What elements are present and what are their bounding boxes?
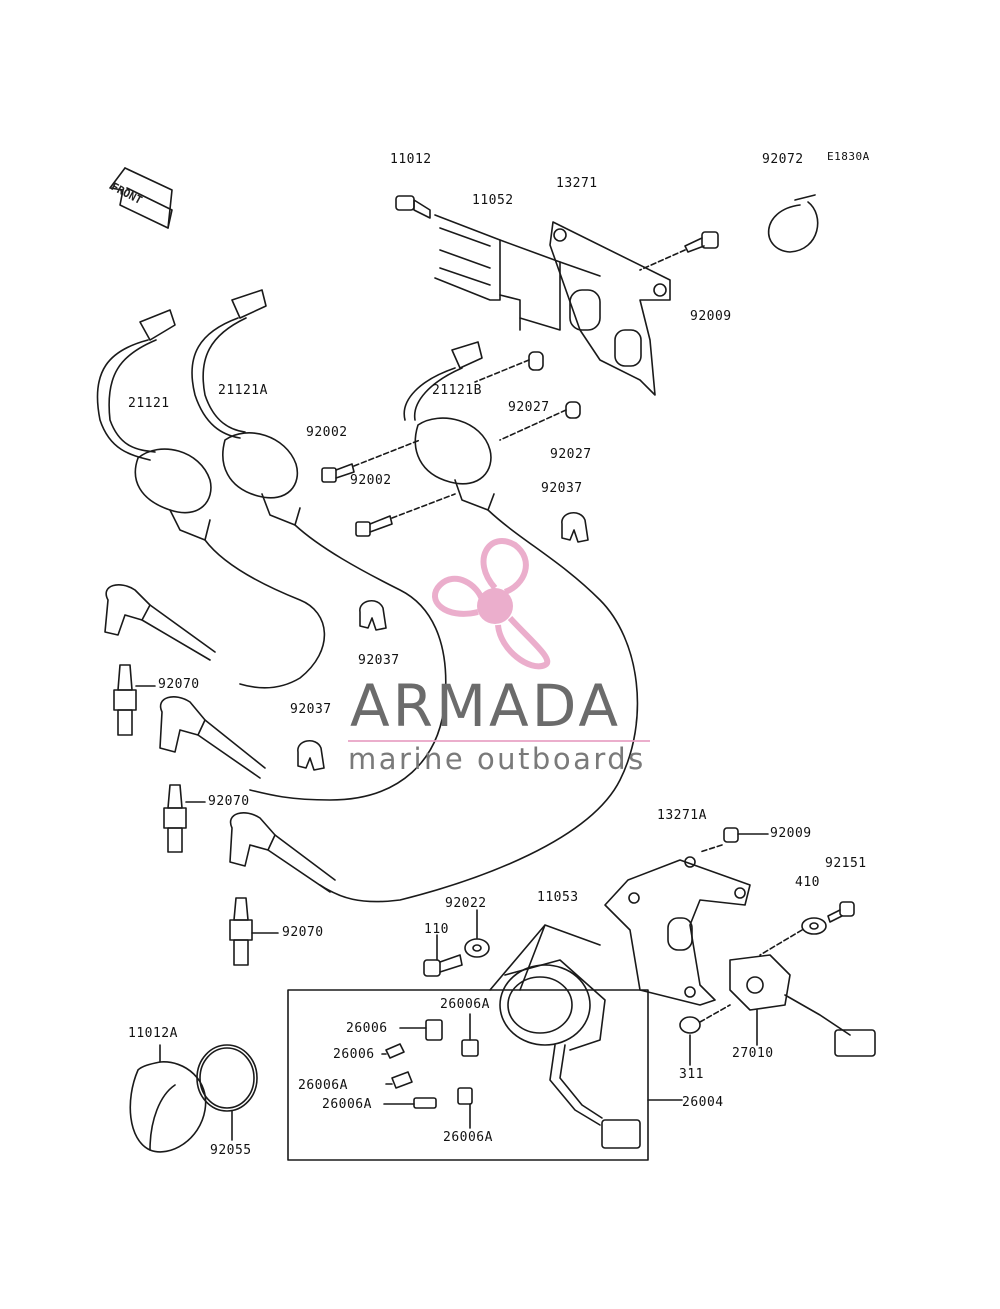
part-label: 92002: [306, 425, 348, 440]
plug-cap-2: [159, 696, 266, 779]
part-label: 13271A: [657, 808, 707, 823]
part-label: 21121: [128, 396, 170, 411]
part-label: 92070: [208, 794, 250, 809]
part-label: 11012A: [128, 1026, 178, 1041]
bolt-92151: [827, 901, 855, 923]
meter-26004: [499, 959, 641, 1149]
clamp-92037-b: [359, 600, 387, 631]
part-label: 26006A: [322, 1097, 372, 1112]
starter-relay-27010: [729, 954, 876, 1057]
cap-11012A: [129, 1044, 207, 1153]
spark-plug-92070-b: [163, 784, 206, 853]
clamp-92037-a: [561, 512, 589, 543]
part-label: 26006A: [440, 997, 490, 1012]
part-label: 110: [424, 922, 449, 937]
fuse-26006A-d: [457, 1087, 473, 1129]
ignition-coil-21121: [96, 309, 326, 689]
part-label: 92027: [550, 447, 592, 462]
brand-tagline: marine outboards: [348, 742, 646, 776]
fuse-26006-a: [399, 1019, 443, 1041]
spark-plug-92070-a: [113, 664, 156, 736]
bracket-13271A: [604, 844, 751, 1006]
part-label: 92037: [290, 702, 332, 717]
part-label: 27010: [732, 1046, 774, 1061]
washer-410: [759, 917, 827, 956]
part-label: 26006A: [443, 1130, 493, 1145]
fuse-26006A-a: [461, 1013, 479, 1057]
fuse-26006A-b: [385, 1071, 413, 1089]
part-label: 11052: [472, 193, 514, 208]
fuse-26006-b: [381, 1043, 405, 1059]
part-label: 11053: [537, 890, 579, 905]
clamp-92037-c: [297, 740, 325, 771]
kit-box: [287, 924, 683, 1161]
bolt-92009-lower: [723, 827, 769, 843]
armada-logo-icon: [348, 538, 650, 742]
part-label: 21121A: [218, 383, 268, 398]
part-label: 410: [795, 875, 820, 890]
collar-92027-a: [474, 351, 544, 383]
plug-cap-3: [229, 812, 336, 893]
part-label: 13271: [556, 176, 598, 191]
part-label: 92002: [350, 473, 392, 488]
part-label: 26006: [333, 1047, 375, 1062]
bracket-11052: [434, 214, 601, 331]
bolt-11012: [395, 195, 431, 219]
part-label: 21121B: [432, 383, 482, 398]
part-label: 92022: [445, 896, 487, 911]
diagram-code: E1830A: [827, 150, 870, 163]
o-ring-92055: [196, 1044, 258, 1141]
part-label: 92070: [282, 925, 324, 940]
part-label: 92070: [158, 677, 200, 692]
part-label: 26006A: [298, 1078, 348, 1093]
part-label: 92009: [690, 309, 732, 324]
bolt-92009-top: [639, 231, 719, 271]
part-label: 92027: [508, 400, 550, 415]
washer-92022: [464, 909, 490, 958]
plate-13271: [549, 221, 671, 396]
part-label: 92009: [770, 826, 812, 841]
part-label: 26004: [682, 1095, 724, 1110]
part-label: 92055: [210, 1143, 252, 1158]
part-label: 311: [679, 1067, 704, 1082]
front-arrow-icon: [109, 167, 173, 229]
brand-name: ARMADA: [350, 672, 622, 740]
bolt-92002-b: [355, 493, 456, 537]
part-label: 92072: [762, 152, 804, 167]
bolt-92002-a: [321, 439, 421, 483]
ignition-coil-21121B: [319, 341, 639, 903]
part-label: 92151: [825, 856, 867, 871]
fuse-26006A-c: [383, 1097, 437, 1109]
part-label: 92037: [358, 653, 400, 668]
collar-92027-b: [499, 401, 581, 441]
nut-311: [679, 1004, 731, 1066]
part-label: 92037: [541, 481, 583, 496]
spark-plug-92070-c: [229, 897, 279, 966]
clip-92072: [767, 194, 819, 253]
ignition-coil-21121A: [191, 289, 447, 801]
part-label: 11012: [390, 152, 432, 167]
bolt-110: [423, 934, 463, 977]
plug-cap-1: [104, 584, 216, 661]
part-label: 26006: [346, 1021, 388, 1036]
